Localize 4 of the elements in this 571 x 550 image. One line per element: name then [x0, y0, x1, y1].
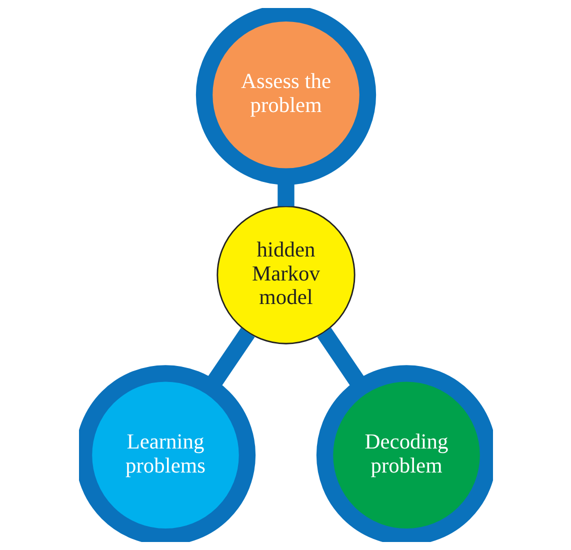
node-circle: Assess the problem: [195, 8, 376, 185]
node-circle: Learning problems: [78, 365, 256, 542]
node-circle: Decoding problem: [316, 365, 492, 542]
node-circle: hidden Markov model: [216, 206, 355, 344]
